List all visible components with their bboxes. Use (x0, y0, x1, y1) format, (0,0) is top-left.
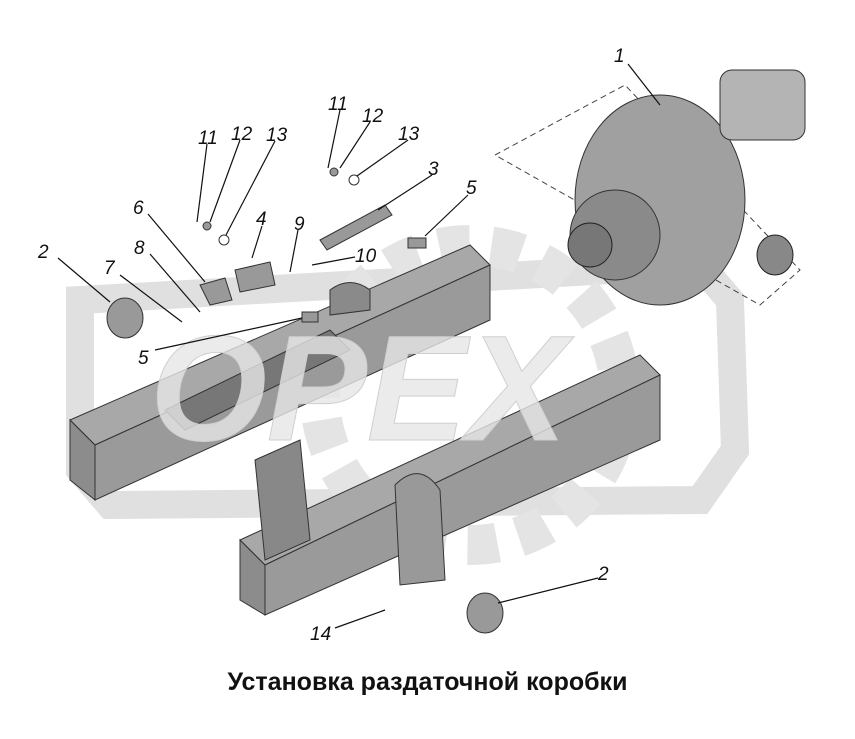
callout-11: 11 (198, 128, 218, 149)
callout-2: 2 (37, 242, 49, 263)
callout-11: 11 (328, 94, 348, 115)
leader-lines (57, 63, 661, 629)
callout-2: 2 (597, 564, 609, 585)
callout-13: 13 (266, 125, 288, 146)
watermark-logo: OPEX (150, 304, 575, 472)
callout-5: 5 (466, 178, 477, 199)
callout-14: 14 (310, 624, 331, 645)
callout-13: 13 (398, 124, 420, 145)
callout-3: 3 (428, 159, 439, 180)
callout-4: 4 (256, 209, 267, 230)
pin-5 (301, 311, 319, 323)
callout-10: 10 (355, 246, 377, 267)
small-parts (106, 167, 504, 634)
link-3 (319, 204, 393, 251)
plate-6 (199, 277, 233, 306)
frame-14 (69, 244, 661, 616)
callout-12: 12 (231, 124, 253, 145)
callout-5: 5 (138, 348, 149, 369)
figure-caption: Установка раздаточной коробки (227, 668, 628, 696)
bushing-2 (466, 592, 504, 634)
callout-8: 8 (134, 238, 145, 259)
callout-12: 12 (362, 106, 384, 127)
bushing-2 (106, 297, 144, 339)
bracket-4 (234, 261, 276, 293)
callout-6: 6 (133, 198, 144, 219)
callout-1: 1 (614, 46, 625, 67)
callout-9: 9 (294, 214, 305, 235)
callout-7: 7 (104, 258, 116, 279)
pin-5 (407, 237, 427, 249)
callout-labels: 1 2 2 3 4 5 5 6 7 8 9 10 11 11 12 12 13 … (37, 46, 625, 645)
transfer-case-1 (493, 69, 806, 306)
